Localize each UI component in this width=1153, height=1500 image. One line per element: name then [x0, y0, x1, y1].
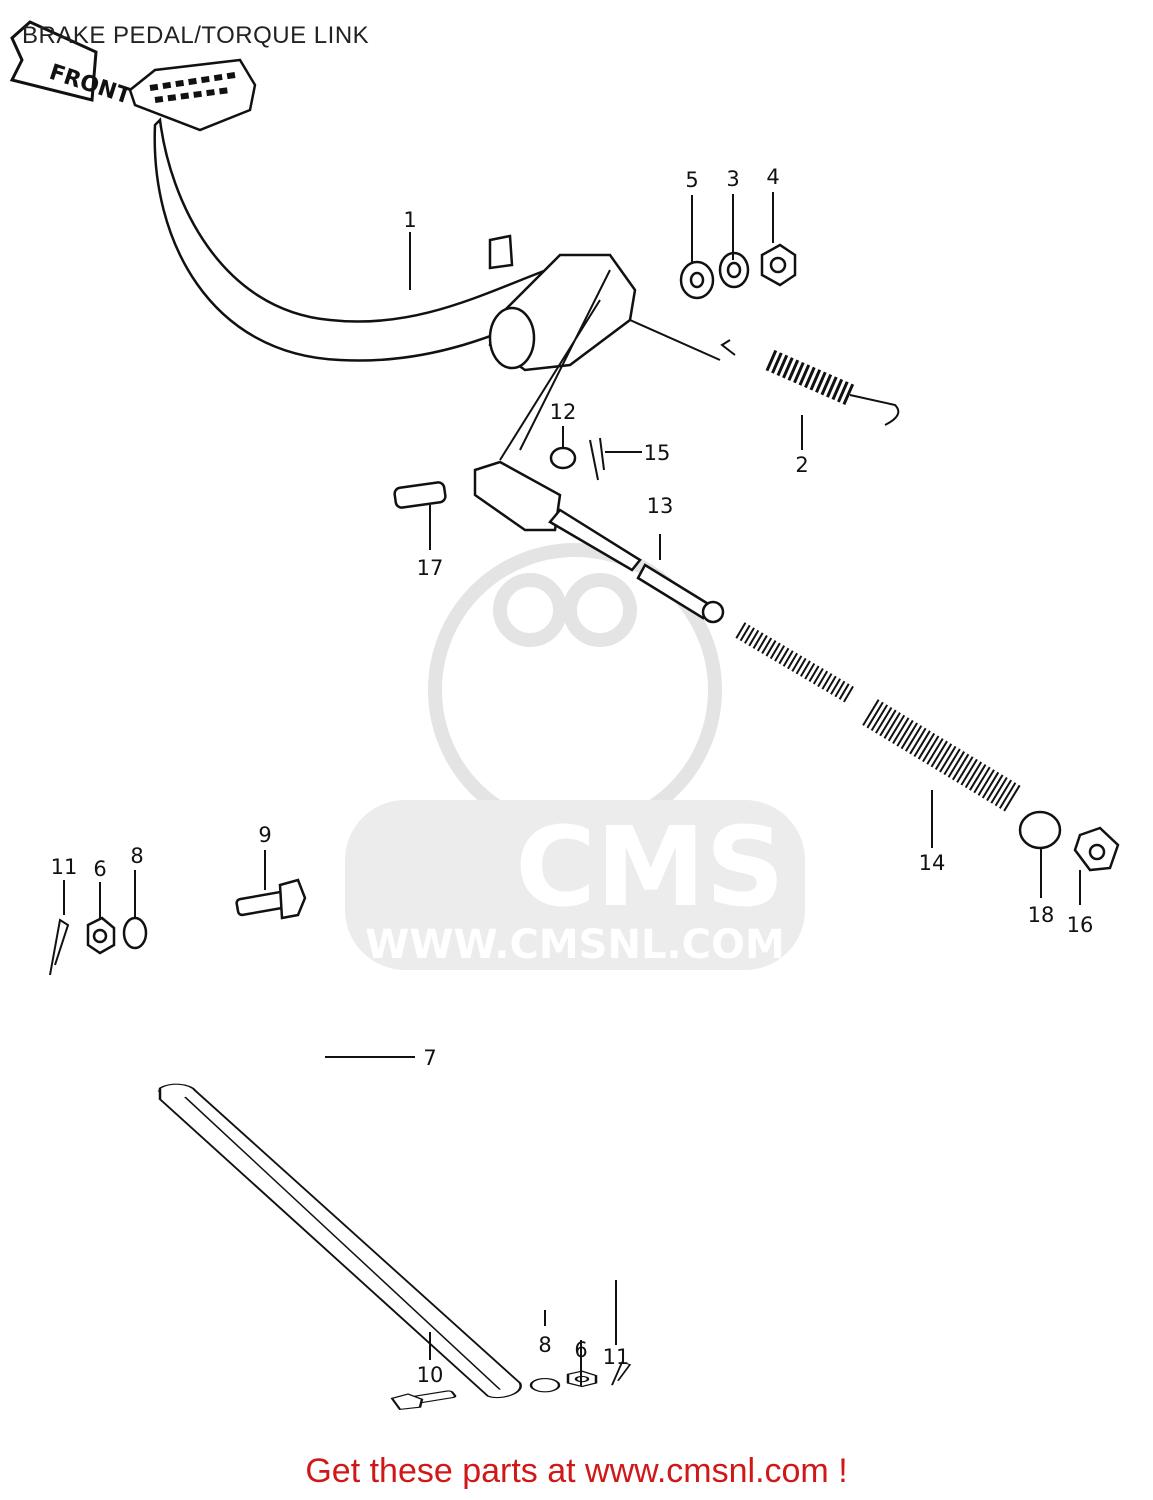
torque-link-7: [157, 1083, 522, 1399]
washer-12: [549, 446, 577, 470]
watermark-url: WWW.CMSNL.COM: [365, 922, 785, 968]
callout-8-left: 8: [130, 844, 143, 868]
callout-8-right: 8: [538, 1333, 551, 1357]
callout-11-right: 11: [603, 1345, 630, 1369]
clip-11-right: [611, 1361, 632, 1386]
footer-link-text[interactable]: Get these parts at www.cmsnl.com !: [0, 1452, 1153, 1491]
bolt-10: [390, 1390, 457, 1411]
nut-4: [760, 243, 797, 287]
brake-rod-13: [548, 508, 725, 624]
callout-14: 14: [919, 851, 946, 875]
washer-5: [679, 260, 715, 300]
watermark-brand: CMS: [515, 803, 784, 931]
bolt-9: [235, 878, 307, 920]
callout-4: 4: [766, 165, 779, 189]
callout-12: 12: [550, 400, 577, 424]
callout-11-left: 11: [51, 855, 78, 879]
nut-16: [1073, 826, 1120, 872]
callout-15: 15: [644, 441, 671, 465]
page-title: BRAKE PEDAL/TORQUE LINK: [22, 22, 370, 49]
callout-16: 16: [1067, 913, 1094, 937]
spring-14: [735, 622, 1023, 813]
callout-17: 17: [417, 556, 444, 580]
cotter-pin-15: [589, 437, 605, 481]
washer-8-left: [122, 916, 148, 950]
washer-8-right: [529, 1378, 561, 1393]
clevis-pin-17: [393, 481, 447, 509]
callout-18: 18: [1028, 903, 1055, 927]
callout-6-right: 6: [574, 1338, 587, 1362]
collar-18: [1018, 810, 1062, 850]
callout-7: 7: [423, 1046, 436, 1070]
callout-13: 13: [647, 494, 674, 518]
clip-11-left: [49, 918, 70, 976]
callout-9: 9: [258, 823, 271, 847]
callout-5: 5: [685, 168, 698, 192]
callout-2: 2: [795, 453, 808, 477]
leader-lines: [63, 192, 1081, 1386]
callout-6-left: 6: [93, 857, 106, 881]
footer-link[interactable]: Get these parts at www.cmsnl.com !: [305, 1452, 848, 1490]
clevis: [473, 460, 562, 532]
brake-pedal: [128, 58, 637, 372]
cms-watermark: CMS WWW.CMSNL.COM: [345, 543, 805, 970]
callout-10: 10: [417, 1363, 444, 1387]
return-spring: [720, 339, 900, 426]
nut-6-left: [86, 916, 116, 955]
callout-1: 1: [403, 208, 416, 232]
callout-3: 3: [726, 167, 739, 191]
